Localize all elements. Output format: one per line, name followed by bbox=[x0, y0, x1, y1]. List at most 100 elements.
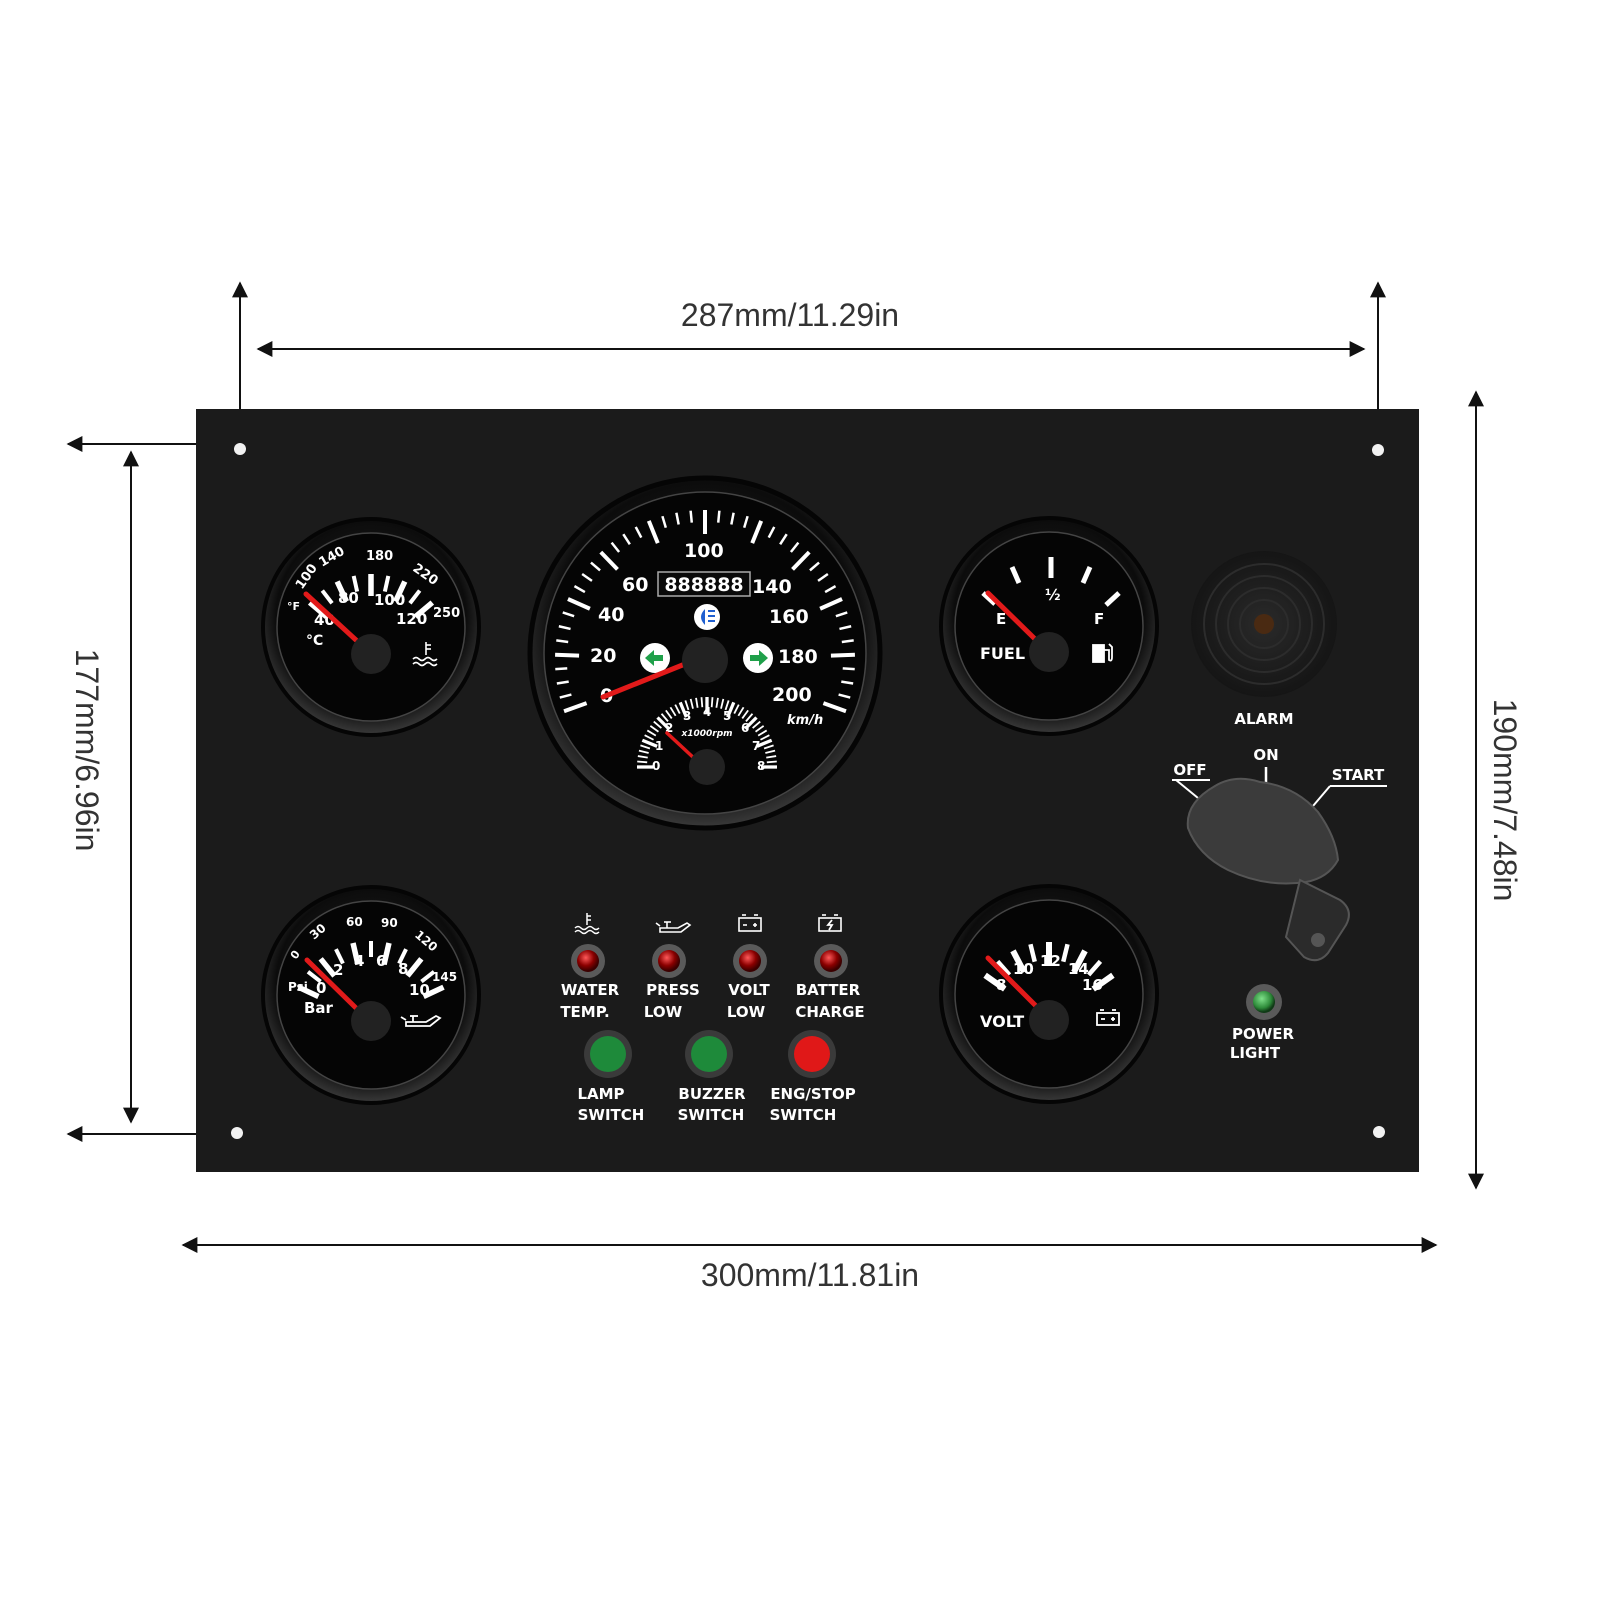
volt-gauge: 8 10 12 14 16 VOLT bbox=[939, 884, 1159, 1104]
tach-tick: 2 bbox=[665, 721, 673, 735]
coolant-temp-icon bbox=[574, 913, 600, 935]
oil-bar-tick: 2 bbox=[333, 961, 343, 979]
tach-tick: 4 bbox=[703, 705, 711, 719]
switch-label-line1: BUZZER bbox=[678, 1085, 746, 1103]
gauge-tick-mark bbox=[669, 706, 677, 717]
tach-tick: 6 bbox=[741, 721, 749, 735]
gauge-tick-mark bbox=[559, 693, 572, 699]
speed-tick: 200 bbox=[772, 684, 812, 706]
gauge-tick-mark bbox=[742, 515, 749, 529]
speed-needle bbox=[600, 661, 688, 700]
gauge-tick-mark bbox=[760, 734, 770, 741]
gauge-tick-mark bbox=[562, 611, 575, 618]
tach-needle-hub bbox=[689, 749, 725, 785]
power-light-line2: LIGHT bbox=[1230, 1044, 1281, 1062]
gauge-tick-mark bbox=[838, 693, 851, 699]
gauge-tick-mark bbox=[610, 541, 621, 553]
fuel-needle bbox=[985, 590, 1039, 643]
fuel-empty-label: E bbox=[996, 610, 1006, 628]
gauge-tick-mark bbox=[765, 749, 776, 754]
warning-label-line2: LOW bbox=[644, 1003, 683, 1021]
temp-c-tick: 120 bbox=[396, 610, 427, 628]
battery-icon bbox=[738, 914, 762, 932]
gauge-tick-mark bbox=[766, 755, 777, 759]
gauge-tick-mark bbox=[320, 589, 334, 605]
ignition-off-label: OFF bbox=[1173, 761, 1206, 779]
gauge-tick-mark bbox=[689, 698, 694, 709]
gauge-tick-mark bbox=[1061, 943, 1070, 963]
warning-label-line2: LOW bbox=[727, 1003, 766, 1021]
gauge-tick-mark bbox=[767, 526, 776, 539]
gauge-tick-mark bbox=[710, 697, 714, 708]
oil-gauge-face bbox=[276, 900, 466, 1090]
gauge-tick-mark bbox=[637, 755, 648, 759]
gauge-tick-mark bbox=[638, 749, 649, 754]
gauge-tick-mark bbox=[695, 697, 699, 708]
temp-f-tick: 180 bbox=[366, 549, 393, 564]
oil-needle bbox=[304, 957, 359, 1011]
gauge-tick-mark bbox=[763, 744, 774, 750]
dim-right-label: 190mm/7.48in bbox=[1487, 699, 1523, 902]
tach-tick: 8 bbox=[757, 759, 765, 773]
ignition-key[interactable] bbox=[1186, 777, 1350, 962]
gauge-tick-mark bbox=[841, 680, 854, 685]
gauge-tick-mark bbox=[835, 611, 848, 618]
gauge-tick-mark bbox=[678, 701, 688, 718]
gauge-tick-mark bbox=[824, 585, 837, 594]
warning-label-line1: WATER bbox=[561, 981, 620, 999]
gauge-tick-mark bbox=[726, 701, 736, 718]
gauge-tick-mark bbox=[555, 667, 568, 671]
gauge-tick-mark bbox=[757, 729, 768, 737]
gauge-tick-mark bbox=[413, 600, 435, 619]
speedometer-ticks bbox=[555, 510, 855, 714]
temp-f-tick: 250 bbox=[433, 606, 460, 621]
gauge-tick-mark bbox=[637, 760, 648, 764]
volt-needle bbox=[985, 955, 1039, 1009]
gauge-tick-mark bbox=[779, 533, 788, 545]
lamp-switch-button[interactable] bbox=[584, 1030, 632, 1078]
eng-stop-switch-button[interactable] bbox=[788, 1030, 836, 1078]
fuel-gauge-ticks bbox=[981, 557, 1121, 607]
temp-c-unit: °C bbox=[306, 633, 323, 649]
warning-label-line1: BATTER bbox=[796, 981, 861, 999]
warning-lamp-charge bbox=[814, 944, 848, 978]
volt-gauge-ticks bbox=[983, 942, 1115, 992]
gauge-tick-mark bbox=[756, 738, 773, 748]
gauge-tick-mark bbox=[752, 720, 761, 729]
gauge-tick-mark bbox=[382, 575, 391, 592]
power-light-line1: POWER bbox=[1232, 1025, 1295, 1043]
temp-needle bbox=[303, 591, 359, 643]
mount-hole bbox=[1372, 444, 1384, 456]
gauge-tick-mark bbox=[1028, 943, 1037, 963]
gauge-tick-mark bbox=[306, 970, 322, 984]
gauge-tick-mark bbox=[590, 561, 601, 572]
switch-label-line2: SWITCH bbox=[678, 1106, 745, 1124]
volt-label: VOLT bbox=[980, 1012, 1024, 1031]
gauge-tick-mark bbox=[334, 580, 349, 603]
oil-psi-tick: 90 bbox=[381, 916, 398, 930]
alarm-buzzer bbox=[1191, 551, 1337, 697]
gauge-tick-mark bbox=[555, 652, 580, 658]
oil-gauge-ticks bbox=[297, 941, 445, 999]
gauge-tick-mark bbox=[839, 625, 852, 631]
oil-bar-tick: 8 bbox=[398, 960, 408, 978]
gauge-tick-mark bbox=[556, 680, 569, 685]
gauge-tick-mark bbox=[817, 572, 829, 582]
gauge-tick-mark bbox=[307, 600, 329, 619]
warning-lamp-water-temp bbox=[571, 944, 605, 978]
buzzer-switch-button[interactable] bbox=[685, 1030, 733, 1078]
tach-unit: x1000rpm bbox=[680, 729, 732, 739]
gauge-tick-mark bbox=[646, 520, 660, 544]
gauge-tick-mark bbox=[791, 550, 811, 571]
gauge-tick-mark bbox=[983, 972, 1007, 992]
gauge-tick-mark bbox=[646, 729, 657, 737]
dimension-lines bbox=[66, 281, 1484, 1253]
gauge-tick-mark bbox=[318, 957, 337, 978]
volt-tick: 8 bbox=[996, 976, 1006, 994]
gauge-tick-mark bbox=[674, 704, 681, 714]
gauge-tick-mark bbox=[741, 709, 749, 719]
gauge-tick-mark bbox=[841, 639, 854, 644]
coolant-temp-icon bbox=[412, 642, 438, 667]
gauge-tick-mark bbox=[995, 959, 1012, 977]
